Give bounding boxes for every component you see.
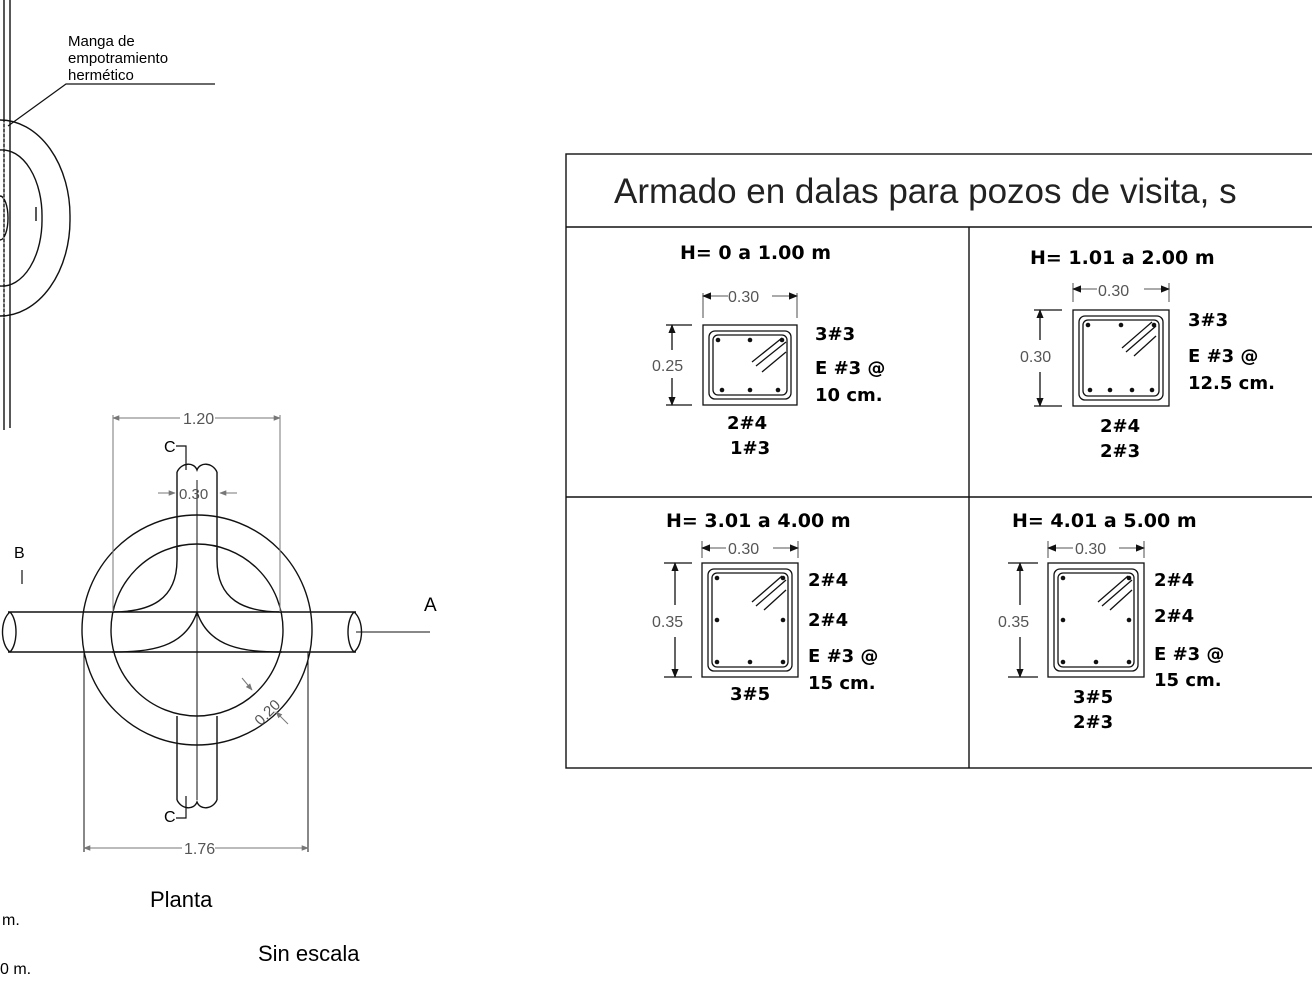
cell-4-top-bars: 2#4: [1154, 570, 1194, 591]
section-b-label: B: [14, 545, 25, 562]
cell-4-mid-bars: 2#4: [1154, 606, 1194, 627]
channel-curve-top-right: [216, 548, 283, 613]
cell-3-heading: H= 3.01 a 4.00 m: [666, 510, 851, 532]
cell-4-stirrup: [1053, 568, 1139, 672]
dim-pipe-width: 0.30: [179, 486, 208, 503]
cell-1-rebar-dots: [715, 337, 785, 393]
left-fragment-text-2: 0 m.: [0, 961, 31, 978]
cell-1-bottom-bars-2: 1#3: [730, 438, 770, 459]
cell-3-height: 0.35: [652, 614, 683, 631]
cell-4-height: 0.35: [998, 614, 1029, 631]
section-elevation-fragment: [0, 0, 71, 430]
dim-outer-diameter: 1.76: [184, 841, 215, 858]
cell-4-heading: H= 4.01 a 5.00 m: [1012, 510, 1197, 532]
cell-4-beam-outline: [1047, 562, 1145, 678]
table-title: Armado en dalas para pozos de visita, s: [614, 172, 1237, 211]
cell-3-bottom-bars-1: 3#5: [730, 684, 770, 705]
cell-4-bottom-bars-2: 2#3: [1073, 712, 1113, 733]
cell-2-width: 0.30: [1098, 283, 1129, 300]
cell-3-top-bars: 2#4: [808, 570, 848, 591]
cell-3-mid-bars: 2#4: [808, 610, 848, 631]
cell-3-stirrups-2: 15 cm.: [808, 673, 876, 694]
cell-2-heading: H= 1.01 a 2.00 m: [1030, 247, 1215, 269]
pipe-end-right: [347, 611, 363, 653]
cell-2-stirrups-2: 12.5 cm.: [1188, 373, 1275, 394]
cell-3-beam-outline: [701, 562, 799, 678]
sleeve-label-line2: empotramiento: [68, 50, 168, 67]
beam-section-cell-4: H= 4.01 a 5.00 m 0.30 0.35 2#4 2#4 E #3 …: [998, 510, 1224, 733]
cell-2-bottom-bars-2: 2#3: [1100, 441, 1140, 462]
plan-scale: Sin escala: [258, 941, 360, 966]
dim-inner-diameter: 1.20: [183, 411, 214, 428]
sleeve-leader: [7, 83, 215, 127]
cell-2-height: 0.30: [1020, 349, 1051, 366]
plan-title: Planta: [150, 887, 213, 912]
channel-curve-top-left: [111, 548, 178, 613]
beam-section-cell-1: H= 0 a 1.00 m 0.30 0.25 3#3 E #3 @ 10 cm…: [652, 242, 885, 459]
sleeve-label-line3: hermético: [68, 67, 134, 84]
elevation-outer-arc: [0, 119, 71, 317]
cell-3-rebar-dots: [714, 575, 786, 665]
cell-4-stirrups-2: 15 cm.: [1154, 670, 1222, 691]
left-fragment-text-1: m.: [2, 912, 20, 929]
section-c-top-label: C: [164, 439, 176, 456]
section-c-bottom-label: C: [164, 809, 176, 826]
cell-2-top-bars: 3#3: [1188, 310, 1228, 331]
cell-1-height: 0.25: [652, 358, 683, 375]
cell-2-beam-outline: [1072, 309, 1170, 407]
section-a-label: A: [424, 595, 437, 616]
cell-4-rebar-dots: [1060, 575, 1132, 665]
plan-view: [1, 463, 430, 809]
cell-4-stirrups-1: E #3 @: [1154, 644, 1224, 665]
cell-2-stirrup: [1078, 315, 1164, 401]
pipe-end-bottom: [176, 799, 218, 809]
cell-1-width: 0.30: [728, 289, 759, 306]
cell-1-bottom-bars-1: 2#4: [727, 413, 767, 434]
cell-4-width: 0.30: [1075, 541, 1106, 558]
cell-1-stirrup: [708, 330, 792, 400]
plan-dimensions: [83, 415, 309, 852]
cell-3-stirrups-1: E #3 @: [808, 646, 878, 667]
sleeve-label-line1: Manga de: [68, 33, 135, 50]
cell-1-top-bars: 3#3: [815, 324, 855, 345]
cell-1-stirrups-2: 10 cm.: [815, 385, 883, 406]
beam-section-cell-3: H= 3.01 a 4.00 m 0.30 0.35 2#4 2#4 E #3 …: [652, 510, 878, 705]
cell-2-bottom-bars-1: 2#4: [1100, 416, 1140, 437]
cell-2-stirrups-1: E #3 @: [1188, 346, 1258, 367]
cell-4-bottom-bars-1: 3#5: [1073, 687, 1113, 708]
elevation-inner-arc: [0, 149, 43, 287]
pipe-end-top: [176, 463, 218, 473]
cell-3-width: 0.30: [728, 541, 759, 558]
reinforcement-table: [565, 153, 1312, 769]
cell-3-stirrup: [707, 568, 793, 672]
cell-1-heading: H= 0 a 1.00 m: [680, 242, 831, 264]
pipe-end-left: [1, 611, 17, 653]
section-markers: [21, 445, 187, 819]
cell-2-rebar-dots: [1085, 322, 1157, 393]
cell-1-beam-outline: [702, 324, 798, 406]
cell-1-stirrups-1: E #3 @: [815, 358, 885, 379]
beam-section-cell-2: H= 1.01 a 2.00 m 0.30 0.30 3#3 E #3 @ 12…: [1020, 247, 1275, 462]
dim-wall-thickness: 0.20: [251, 697, 284, 730]
